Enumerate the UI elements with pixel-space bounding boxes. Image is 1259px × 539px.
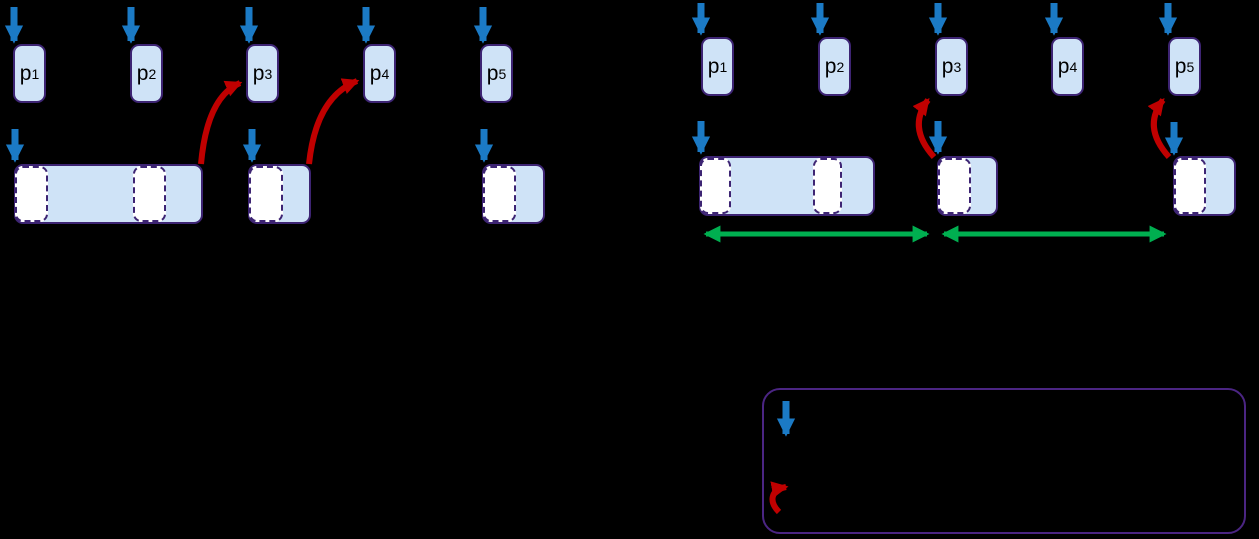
process-label-sub: 3: [264, 65, 273, 82]
process-label-sub: 4: [381, 65, 390, 82]
legend-box: [762, 388, 1246, 534]
process-label-sub: 1: [31, 65, 40, 82]
hole-segment: [813, 158, 842, 214]
hole-segment: [133, 166, 166, 222]
process-label: p: [369, 62, 382, 85]
memory-bar-2: [248, 164, 311, 224]
process-label: p: [252, 62, 265, 85]
process-label-sub: 1: [719, 58, 728, 75]
relocation-arrows: [198, 78, 1172, 165]
process-label-sub: 2: [836, 58, 845, 75]
process-label: p: [824, 55, 837, 78]
relocation-arrow-icon: [198, 80, 243, 165]
process-label-sub: 3: [953, 58, 962, 75]
memory-bar-3: [1173, 156, 1236, 216]
process-label: p: [1057, 55, 1070, 78]
memory-bar-1: [699, 156, 875, 216]
process-label: p: [486, 62, 499, 85]
hole-segment: [938, 158, 971, 214]
process-label-sub: 5: [1186, 58, 1195, 75]
hole-segment: [483, 166, 516, 222]
hole-segment: [249, 166, 283, 222]
memory-bar-2: [937, 156, 998, 216]
process-label: p: [136, 62, 149, 85]
hole-segment: [1174, 158, 1206, 214]
process-label-sub: 2: [148, 65, 157, 82]
relocation-arrow-icon: [306, 78, 360, 165]
process-label-sub: 4: [1069, 58, 1078, 75]
relocation-arrow-icon: [912, 98, 937, 160]
hole-segment: [15, 166, 48, 222]
process-label: p: [1174, 55, 1187, 78]
relocation-arrow-icon: [1147, 98, 1172, 160]
process-label-sub: 5: [498, 65, 507, 82]
memory-bar-1: [14, 164, 203, 224]
process-label: p: [941, 55, 954, 78]
process-label: p: [707, 55, 720, 78]
hole-segment: [700, 158, 731, 214]
memory-bar-3: [482, 164, 545, 224]
process-label: p: [19, 62, 32, 85]
